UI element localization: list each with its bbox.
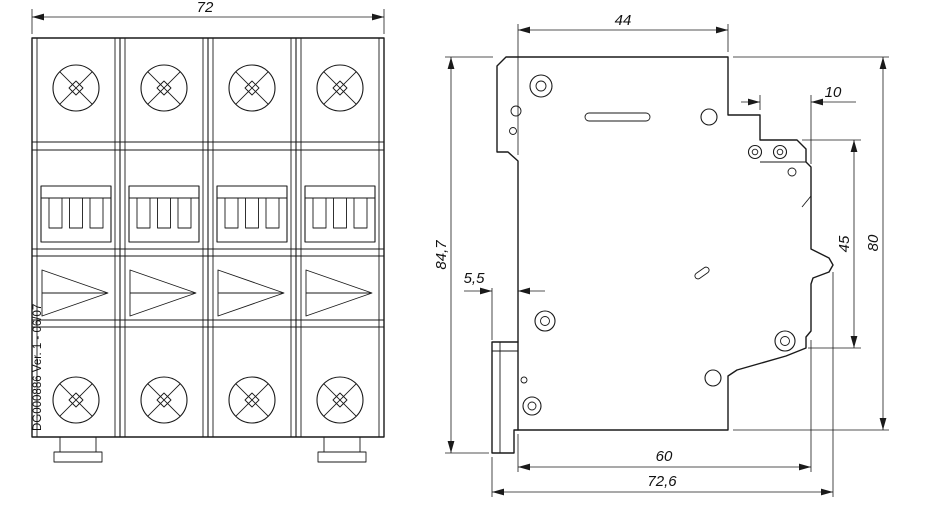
module-dividers <box>119 38 297 437</box>
dimension-72-6: 72,6 <box>491 272 834 497</box>
dim-5-5-label: 5,5 <box>464 270 486 287</box>
dimension-44: 44 <box>517 12 729 155</box>
housing-step-lines <box>32 141 384 328</box>
hole-icon <box>700 108 718 126</box>
front-view: 72 <box>31 0 385 463</box>
dimension-width-72: 72 <box>31 0 385 34</box>
din-rail-clip <box>491 341 528 454</box>
hole-icon <box>510 105 522 117</box>
hole-icon <box>704 369 722 387</box>
dim-72-label: 72 <box>197 0 214 16</box>
rivet-icon <box>522 396 542 416</box>
rivet-icon <box>529 74 553 98</box>
dim-60-label: 60 <box>656 448 673 465</box>
hole-icon <box>787 167 797 177</box>
breaker-module <box>213 38 291 437</box>
vent-slot-icon <box>584 112 651 122</box>
dimension-45: 45 <box>802 139 861 349</box>
dimension-10: 10 <box>741 84 856 164</box>
breaker-body-side <box>496 56 834 431</box>
dim-72-6-label: 72,6 <box>647 473 677 490</box>
dim-10-label: 10 <box>825 84 842 101</box>
dim-80-label: 80 <box>865 234 882 251</box>
dim-84-7-label: 84,7 <box>433 240 450 270</box>
dimension-60: 60 <box>517 340 812 472</box>
dimension-5-5: 5,5 <box>464 270 545 340</box>
dim-44-label: 44 <box>615 12 632 29</box>
terminal-screw-icon <box>772 144 788 160</box>
rivet-icon <box>774 330 796 352</box>
dimension-80: 80 <box>733 56 889 431</box>
breaker-module <box>125 38 203 437</box>
terminal-screw-icon <box>747 144 763 160</box>
breaker-module <box>301 38 379 437</box>
part-number: DG000886 Ver. 1 - 06/07 <box>32 304 44 431</box>
hole-icon <box>509 127 517 135</box>
side-view: 44 10 84,7 5,5 45 <box>433 12 889 497</box>
din-clip-left <box>53 436 103 463</box>
din-clip-right <box>317 436 367 463</box>
rivet-icon <box>534 310 556 332</box>
pin-icon <box>694 266 710 280</box>
dim-45-label: 45 <box>836 235 853 252</box>
breaker-module <box>37 38 115 437</box>
dimension-84-7: 84,7 <box>433 56 493 454</box>
